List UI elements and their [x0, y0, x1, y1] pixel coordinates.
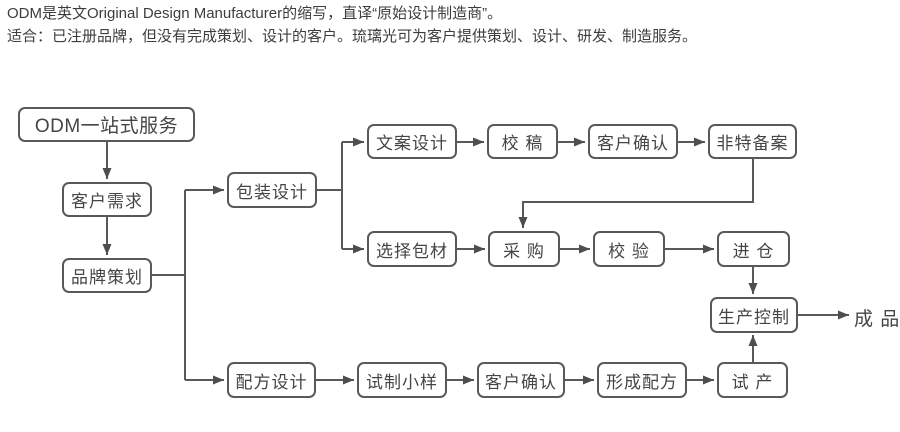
node-formula-design: 配方设计: [227, 362, 316, 398]
node-odm-service: ODM一站式服务: [18, 107, 195, 142]
node-customer-needs: 客户需求: [62, 182, 152, 217]
label-finished-product: 成 品: [854, 309, 900, 330]
node-warehousing: 进 仓: [717, 231, 790, 267]
intro-line-2: 适合：已注册品牌，但没有完成策划、设计的客户。琉璃光可为客户提供策划、设计、研发…: [7, 28, 698, 45]
node-proofreading: 校 稿: [487, 124, 558, 159]
node-purchasing: 采 购: [488, 231, 560, 267]
node-production-control: 生产控制: [710, 297, 798, 333]
node-packaging-design: 包装设计: [227, 172, 317, 208]
node-client-confirm-packaging: 客户确认: [588, 124, 678, 159]
node-select-packaging: 选择包材: [367, 231, 457, 267]
node-trial-production: 试 产: [717, 362, 788, 398]
node-form-formula: 形成配方: [597, 362, 687, 398]
intro-line-1: ODM是英文Original Design Manufacturer的缩写，直译…: [7, 5, 503, 22]
node-brand-planning: 品牌策划: [62, 258, 152, 293]
node-copy-design: 文案设计: [367, 124, 457, 159]
intro-text: ODM是英文Original Design Manufacturer的缩写，直译…: [7, 2, 697, 48]
node-client-confirm-formula: 客户确认: [477, 362, 565, 398]
connector-filing-to-purchasing: [518, 159, 754, 228]
node-non-special-filing: 非特备案: [708, 124, 797, 159]
node-trial-sample: 试制小样: [357, 362, 447, 398]
node-inspection: 校 验: [593, 231, 665, 267]
